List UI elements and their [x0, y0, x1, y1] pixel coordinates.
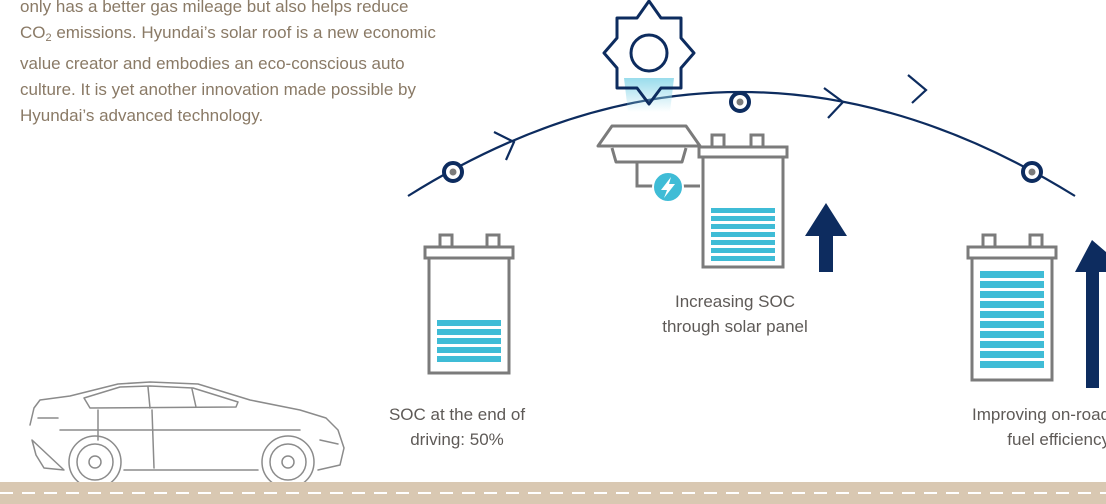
arc-arrow-3 — [907, 74, 928, 104]
intro-line-5: Hyundai’s advanced technology. — [20, 106, 264, 125]
lightning-icon — [652, 171, 684, 203]
battery-icon-middle — [697, 133, 789, 269]
arc-arrow-1 — [493, 131, 516, 161]
label-soc-end-of-driving: SOC at the end of driving: 50% — [388, 405, 526, 449]
co2-subscript: 2 — [45, 32, 52, 44]
solar-panel-icon — [596, 124, 702, 188]
intro-paragraph: only has a better gas mileage but also h… — [20, 0, 500, 129]
label-increasing-soc: Increasing SOC through solar panel — [662, 292, 808, 336]
up-arrow-icon-right — [1075, 240, 1106, 388]
arc-arrow-2 — [823, 87, 845, 119]
label-improving-efficiency: Improving on-road fuel efficiency — [972, 405, 1106, 449]
co2-text: CO — [20, 23, 46, 42]
battery-icon-right — [966, 233, 1058, 382]
intro-line-2: emissions. Hyundai’s solar roof is a new… — [51, 23, 436, 42]
arc-node-top — [729, 91, 751, 113]
sun-icon — [602, 0, 696, 112]
up-arrow-icon-middle — [805, 203, 847, 272]
car-icon — [29, 381, 345, 489]
intro-line-1: only has a better gas mileage but also h… — [20, 0, 409, 16]
intro-line-3: value creator and embodies an eco-consci… — [20, 54, 405, 73]
arc-node-left — [442, 161, 464, 183]
battery-icon-left — [423, 233, 515, 375]
intro-line-4: culture. It is yet another innovation ma… — [20, 80, 416, 99]
arc-node-right — [1021, 161, 1043, 183]
